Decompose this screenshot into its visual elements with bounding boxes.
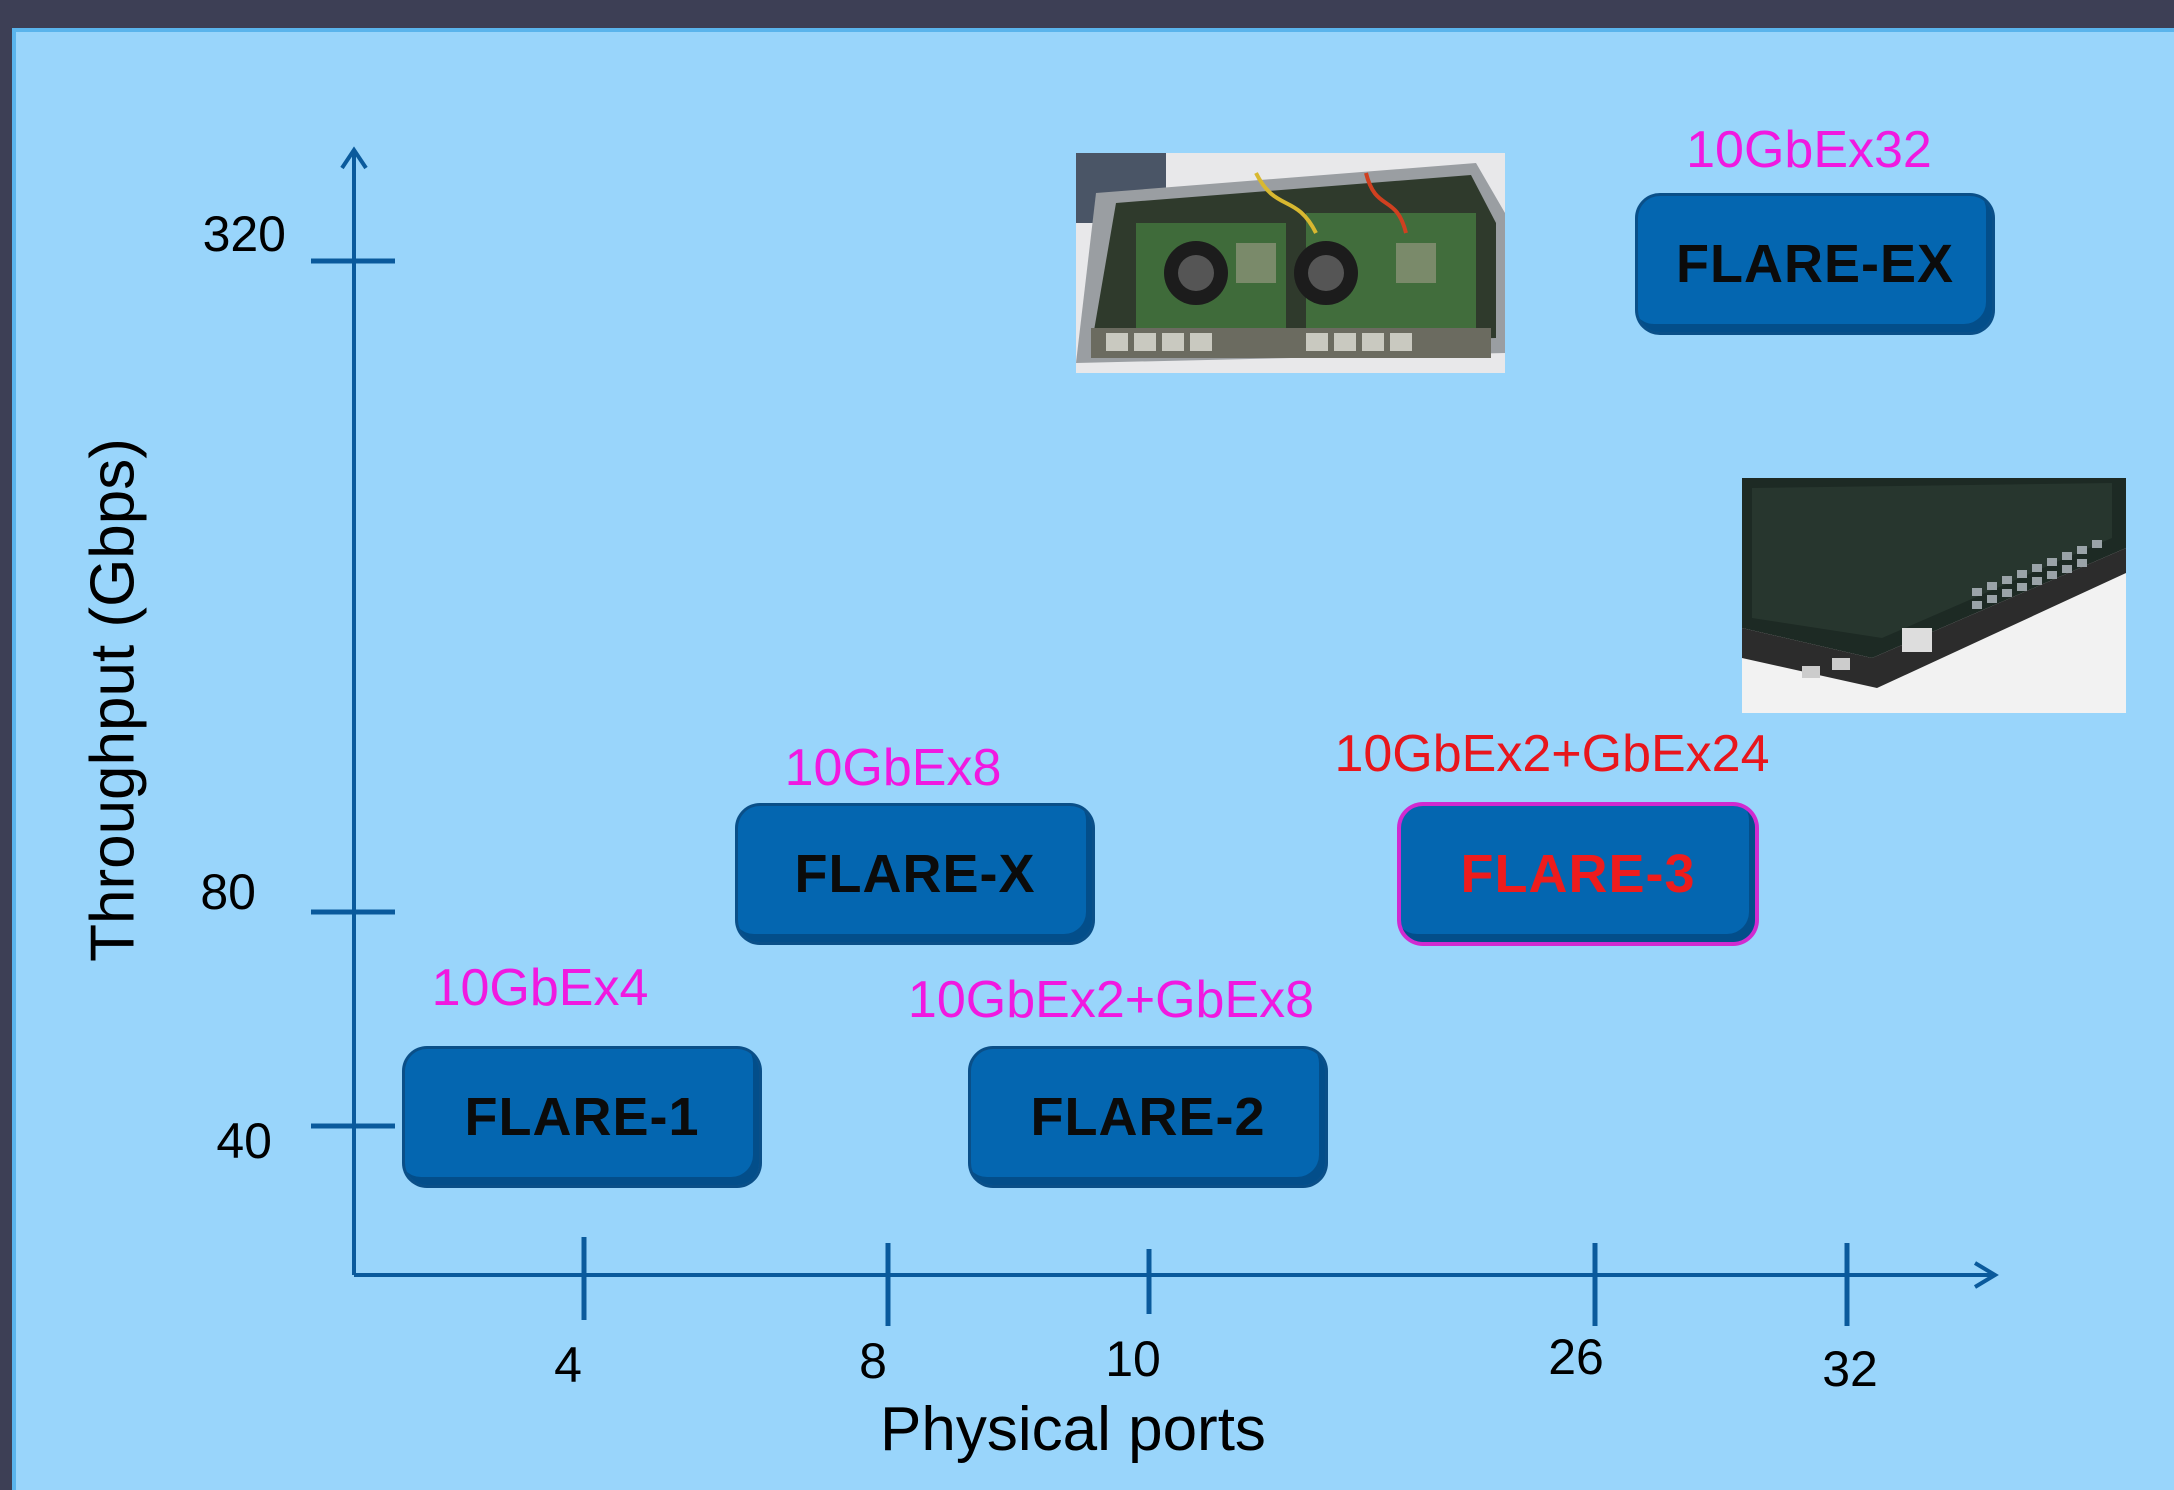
x-tick-label-4: 4: [554, 1337, 582, 1393]
box-flare-2: FLARE-2: [971, 1049, 1325, 1185]
spec-flare-x: 10GbEx8: [784, 739, 1002, 797]
x-tick-label-10: 10: [1105, 1331, 1161, 1387]
box-label: FLARE-EX: [1676, 234, 1954, 294]
x-axis-arrow: [1973, 1261, 1999, 1289]
x-tick-label-8: 8: [859, 1333, 887, 1389]
box-label: FLARE-1: [464, 1087, 700, 1147]
y-tick-label-80: 80: [200, 864, 256, 920]
x-tick-label-26: 26: [1548, 1329, 1604, 1385]
box-flare-x: FLARE-X: [738, 806, 1092, 942]
box-label: FLARE-3: [1460, 844, 1696, 904]
spec-flare-ex: 10GbEx32: [1686, 121, 1932, 179]
box-flare-1: FLARE-1: [405, 1049, 759, 1185]
flare-ex-board-photo: [1076, 153, 1505, 373]
spec-flare-1: 10GbEx4: [431, 959, 649, 1017]
y-tick-label-320: 320: [202, 206, 286, 262]
spec-flare-3: 10GbEx2+GbEx24: [1334, 725, 1770, 783]
y-tick-label-40: 40: [216, 1113, 272, 1169]
spec-flare-2: 10GbEx2+GbEx8: [907, 971, 1315, 1029]
x-tick-label-32: 32: [1822, 1341, 1878, 1397]
box-flare-3: FLARE-3: [1401, 806, 1755, 942]
x-axis-title: Physical ports: [880, 1395, 1266, 1464]
box-flare-ex: FLARE-EX: [1638, 196, 1992, 332]
box-label: FLARE-X: [794, 844, 1036, 904]
flare-3-chassis-photo: [1742, 478, 2126, 713]
y-axis-arrow: [340, 146, 368, 170]
box-label: FLARE-2: [1030, 1087, 1266, 1147]
